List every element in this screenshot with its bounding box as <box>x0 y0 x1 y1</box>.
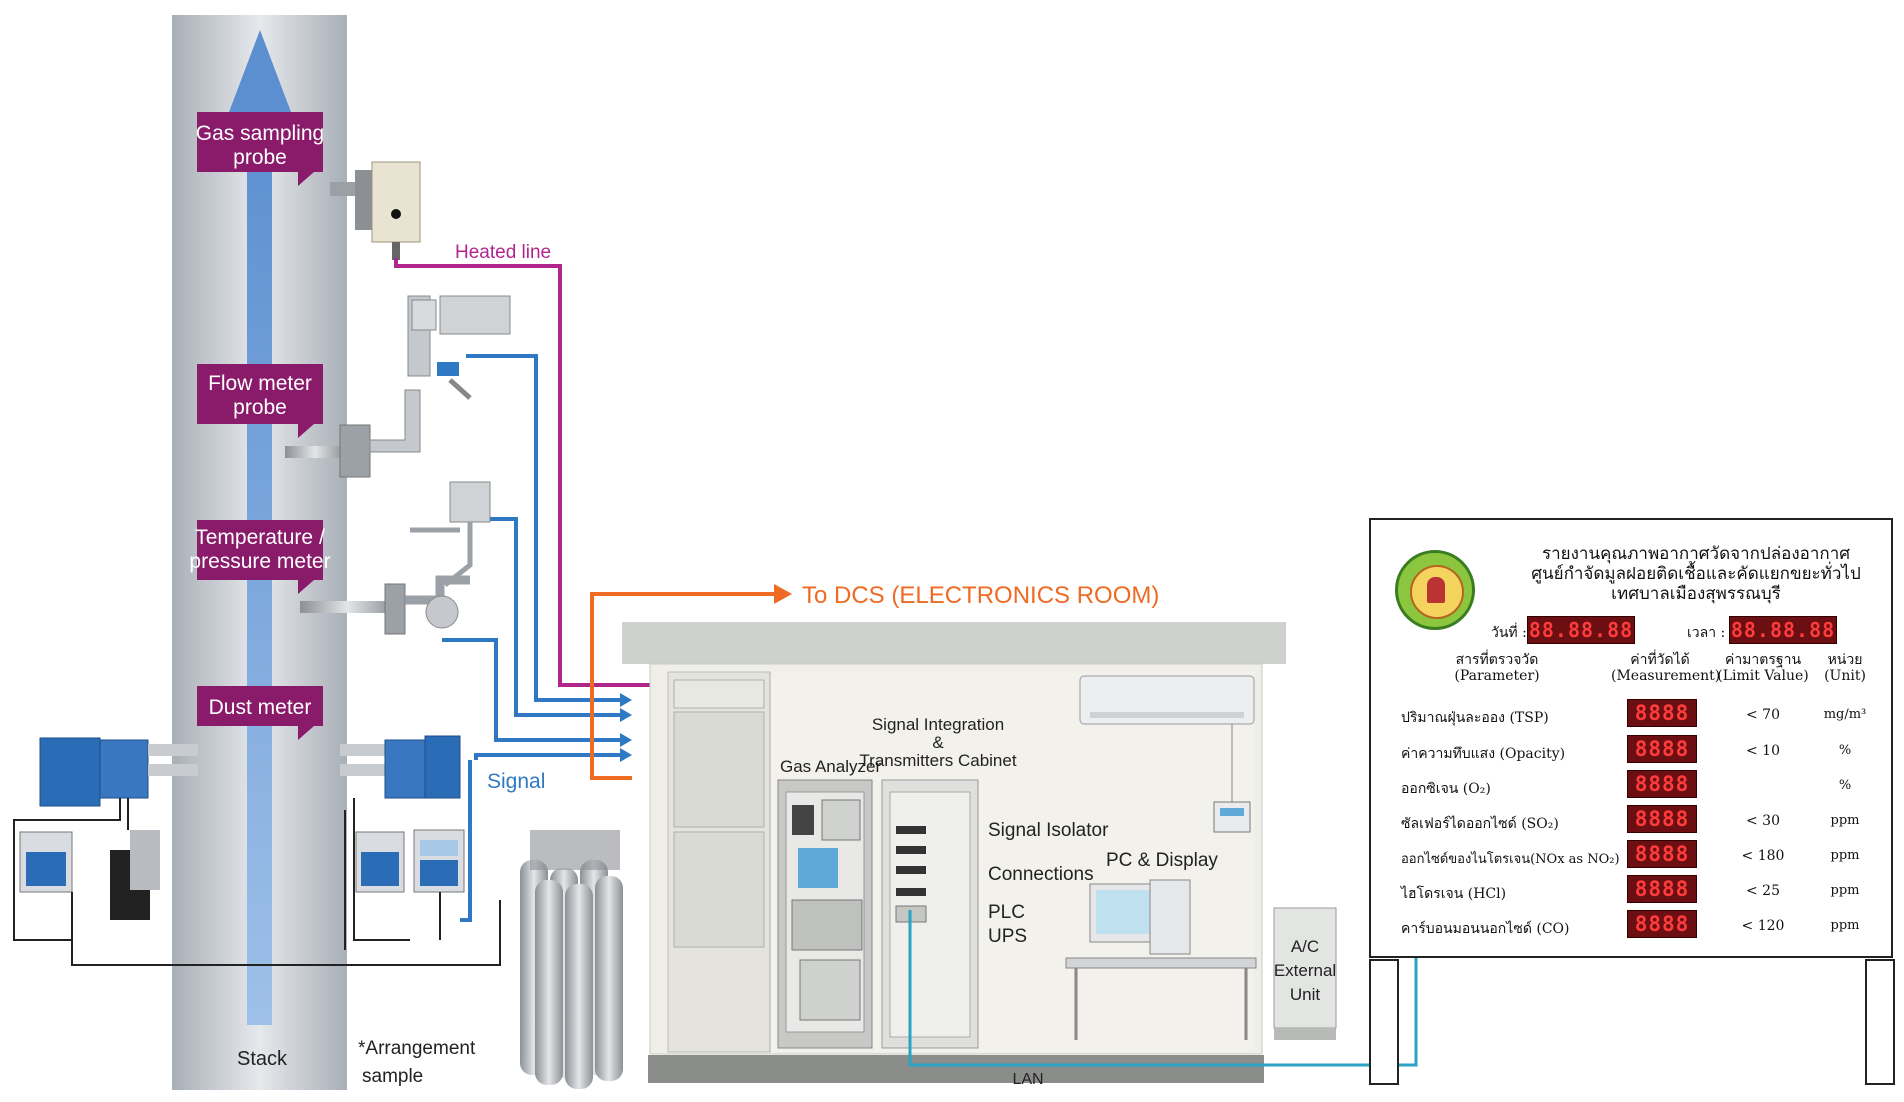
gas-sampling-probe-label: Gas sampling probe <box>196 112 324 186</box>
arrangement-note-line1: *Arrangement <box>358 1038 476 1059</box>
time-display: 88.88.88 <box>1729 616 1837 644</box>
svg-text:External: External <box>1274 961 1336 980</box>
air-conditioner-indoor <box>1079 675 1255 833</box>
dcs-line: To DCS (ELECTRONICS ROOM) <box>590 582 1159 780</box>
signal-arrowheads <box>620 693 632 762</box>
lan-label: LAN <box>1012 1071 1043 1088</box>
gas-cylinders <box>520 830 623 1089</box>
header-unit: หน่วย (Unit) <box>1824 652 1866 684</box>
ups-label: UPS <box>988 926 1027 947</box>
svg-text:probe: probe <box>233 396 287 419</box>
time-label: เวลา : <box>1687 625 1726 641</box>
date-label: วันที่ : <box>1491 625 1527 641</box>
stack-label: Stack <box>237 1048 288 1070</box>
pc-display-label: PC & Display <box>1106 850 1218 871</box>
ac-external-unit: A/C External Unit <box>1273 907 1337 1040</box>
gas-analyzer-label: Gas Analyzer <box>780 757 881 776</box>
svg-text:probe: probe <box>233 146 287 169</box>
dust-meter-label: Dust meter <box>197 686 323 740</box>
svg-text:Transmitters Cabinet: Transmitters Cabinet <box>859 751 1016 770</box>
signal-label: Signal <box>487 770 545 793</box>
svg-text:Flow meter: Flow meter <box>208 372 312 395</box>
temperature-pressure-meter-label: Temperature / pressure meter <box>189 520 331 594</box>
connections-label: Connections <box>988 864 1094 885</box>
temperature-pressure-device <box>300 481 491 635</box>
dust-meter-left <box>19 737 198 920</box>
date-display: 88.88.88 <box>1527 616 1635 644</box>
svg-text:Unit: Unit <box>1290 985 1321 1004</box>
dust-cables <box>13 798 501 966</box>
svg-text:Signal Integration: Signal Integration <box>872 715 1004 734</box>
board-legs <box>1369 959 1895 1085</box>
arrangement-note-line2: sample <box>362 1066 423 1087</box>
svg-text:&: & <box>932 733 944 752</box>
lan-line: LAN <box>908 910 1418 1088</box>
flow-meter-probe-label: Flow meter probe <box>197 364 323 438</box>
svg-text:Gas sampling: Gas sampling <box>196 122 324 145</box>
svg-text:Dust meter: Dust meter <box>209 696 312 719</box>
header-limit: ค่ามาตรฐาน (Limit Value) <box>1717 652 1809 684</box>
header-measurement: ค่าที่วัดได้ (Measurement) <box>1611 652 1721 684</box>
gas-sampling-probe-device <box>330 161 421 260</box>
municipality-logo <box>1395 550 1475 630</box>
signal-lines <box>442 354 620 922</box>
flow-meter-device <box>285 295 511 478</box>
svg-text:Heated line: Heated line <box>455 242 551 263</box>
dust-meter-right <box>340 735 465 893</box>
signal-isolator-label: Signal Isolator <box>988 820 1109 841</box>
signal-integration-cabinet: Signal Integration & Transmitters Cabine… <box>859 715 1109 1049</box>
header-parameter: สารที่ตรวจวัด (Parameter) <box>1454 652 1540 684</box>
stack-air-quality-board: รายงานคุณภาพอากาศวัดจากปล่องอากาศ ศูนย์ก… <box>1369 518 1893 958</box>
svg-text:pressure meter: pressure meter <box>189 550 330 573</box>
svg-text:Temperature /: Temperature / <box>195 526 325 549</box>
gas-analyzer-cabinet: Gas Analyzer <box>777 757 881 1049</box>
plc-label: PLC <box>988 902 1025 923</box>
svg-text:A/C: A/C <box>1291 937 1319 956</box>
to-dcs-label: To DCS (ELECTRONICS ROOM) <box>802 582 1159 609</box>
flow-arrow-head <box>226 30 294 120</box>
heated-line: Heated line <box>394 242 700 687</box>
board-title: รายงานคุณภาพอากาศวัดจากปล่องอากาศ ศูนย์ก… <box>1531 544 1861 604</box>
pc-display: PC & Display <box>1065 850 1257 1040</box>
